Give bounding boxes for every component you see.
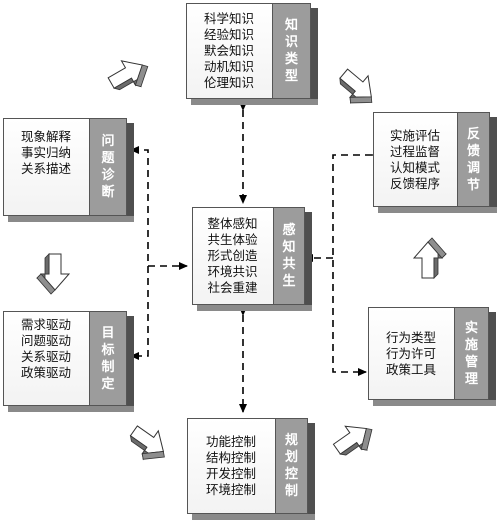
connector-problem-goal-bracket (132, 149, 149, 357)
problem-diagnosis-items: 现象解释 事实归纳 关系描述 (3, 118, 89, 188)
arrowhead-to-problem (130, 146, 139, 154)
problem-diagnosis-title: 问题诊断 (89, 118, 127, 216)
goal-setting-title: 目标制定 (89, 311, 127, 406)
goal-setting-box: 需求驱动 问题驱动 关系驱动 政策驱动 目标制定 (3, 311, 134, 412)
problem-diagnosis-box: 现象解释 事实归纳 关系描述 问题诊断 (3, 118, 134, 222)
problem-item: 现象解释 (20, 129, 71, 144)
goal-item: 问题驱动 (20, 332, 71, 348)
planning-control-items: 功能控制 结构控制 开发控制 环境控制 (187, 418, 275, 514)
goal-item: 关系驱动 (20, 348, 71, 364)
knowledge-type-title: 知识类型 (272, 3, 311, 99)
goal-setting-items: 需求驱动 问题驱动 关系驱动 政策驱动 (3, 311, 89, 386)
perception-symbiosis-box: 整体感知 共生体验 形式创造 环境共识 社会重建 感知共生 (192, 207, 312, 311)
implementation-management-box: 行为类型 行为许可 政策工具 实施管理 (368, 307, 496, 406)
perception-symbiosis-title: 感知共生 (273, 207, 305, 305)
knowledge-item: 伦理知识 (203, 75, 254, 90)
problem-item: 事实归纳 (20, 145, 71, 160)
connector-feedback-implement-bracket (332, 151, 380, 376)
plan-item: 结构控制 (205, 450, 256, 465)
center-item: 形式创造 (207, 248, 258, 263)
feedback-regulation-items: 实施评估 过程监督 认知模式 反馈程序 (373, 112, 457, 207)
knowledge-type-items: 科学知识 经验知识 默会知识 动机知识 伦理知识 (186, 3, 272, 99)
knowledge-item: 经验知识 (203, 27, 254, 42)
knowledge-type-box: 科学知识 经验知识 默会知识 动机知识 伦理知识 知识类型 (186, 3, 318, 105)
feedback-item: 实施评估 (389, 127, 440, 143)
implementation-management-items: 行为类型 行为许可 政策工具 (368, 307, 454, 400)
implement-item: 行为类型 (385, 329, 436, 345)
goal-item: 需求驱动 (20, 316, 71, 332)
goal-item: 政策驱动 (20, 364, 71, 380)
implement-item: 行为许可 (385, 345, 436, 361)
plan-item: 开发控制 (205, 466, 256, 481)
feedback-regulation-box: 实施评估 过程监督 认知模式 反馈程序 反馈调节 (373, 112, 497, 213)
arrowhead-to-goal (130, 352, 139, 360)
feedback-item: 认知模式 (389, 159, 440, 175)
problem-item: 关系描述 (20, 161, 71, 176)
center-item: 共生体验 (207, 232, 258, 247)
feedback-item: 过程监督 (389, 143, 440, 159)
implementation-management-title: 实施管理 (454, 307, 489, 400)
plan-item: 功能控制 (205, 434, 256, 449)
feedback-regulation-title: 反馈调节 (457, 112, 490, 207)
plan-item: 环境控制 (205, 482, 256, 497)
center-item: 环境共识 (207, 264, 258, 279)
center-item: 整体感知 (207, 216, 258, 231)
planning-control-title: 规划控制 (275, 418, 308, 514)
perception-symbiosis-items: 整体感知 共生体验 形式创造 环境共识 社会重建 (192, 207, 273, 305)
knowledge-item: 动机知识 (203, 59, 254, 74)
center-item: 社会重建 (207, 280, 258, 295)
knowledge-item: 科学知识 (203, 11, 254, 26)
feedback-item: 反馈程序 (389, 175, 440, 191)
implement-item: 政策工具 (385, 361, 436, 377)
planning-control-box: 功能控制 结构控制 开发控制 环境控制 规划控制 (187, 418, 315, 520)
knowledge-item: 默会知识 (203, 43, 254, 58)
